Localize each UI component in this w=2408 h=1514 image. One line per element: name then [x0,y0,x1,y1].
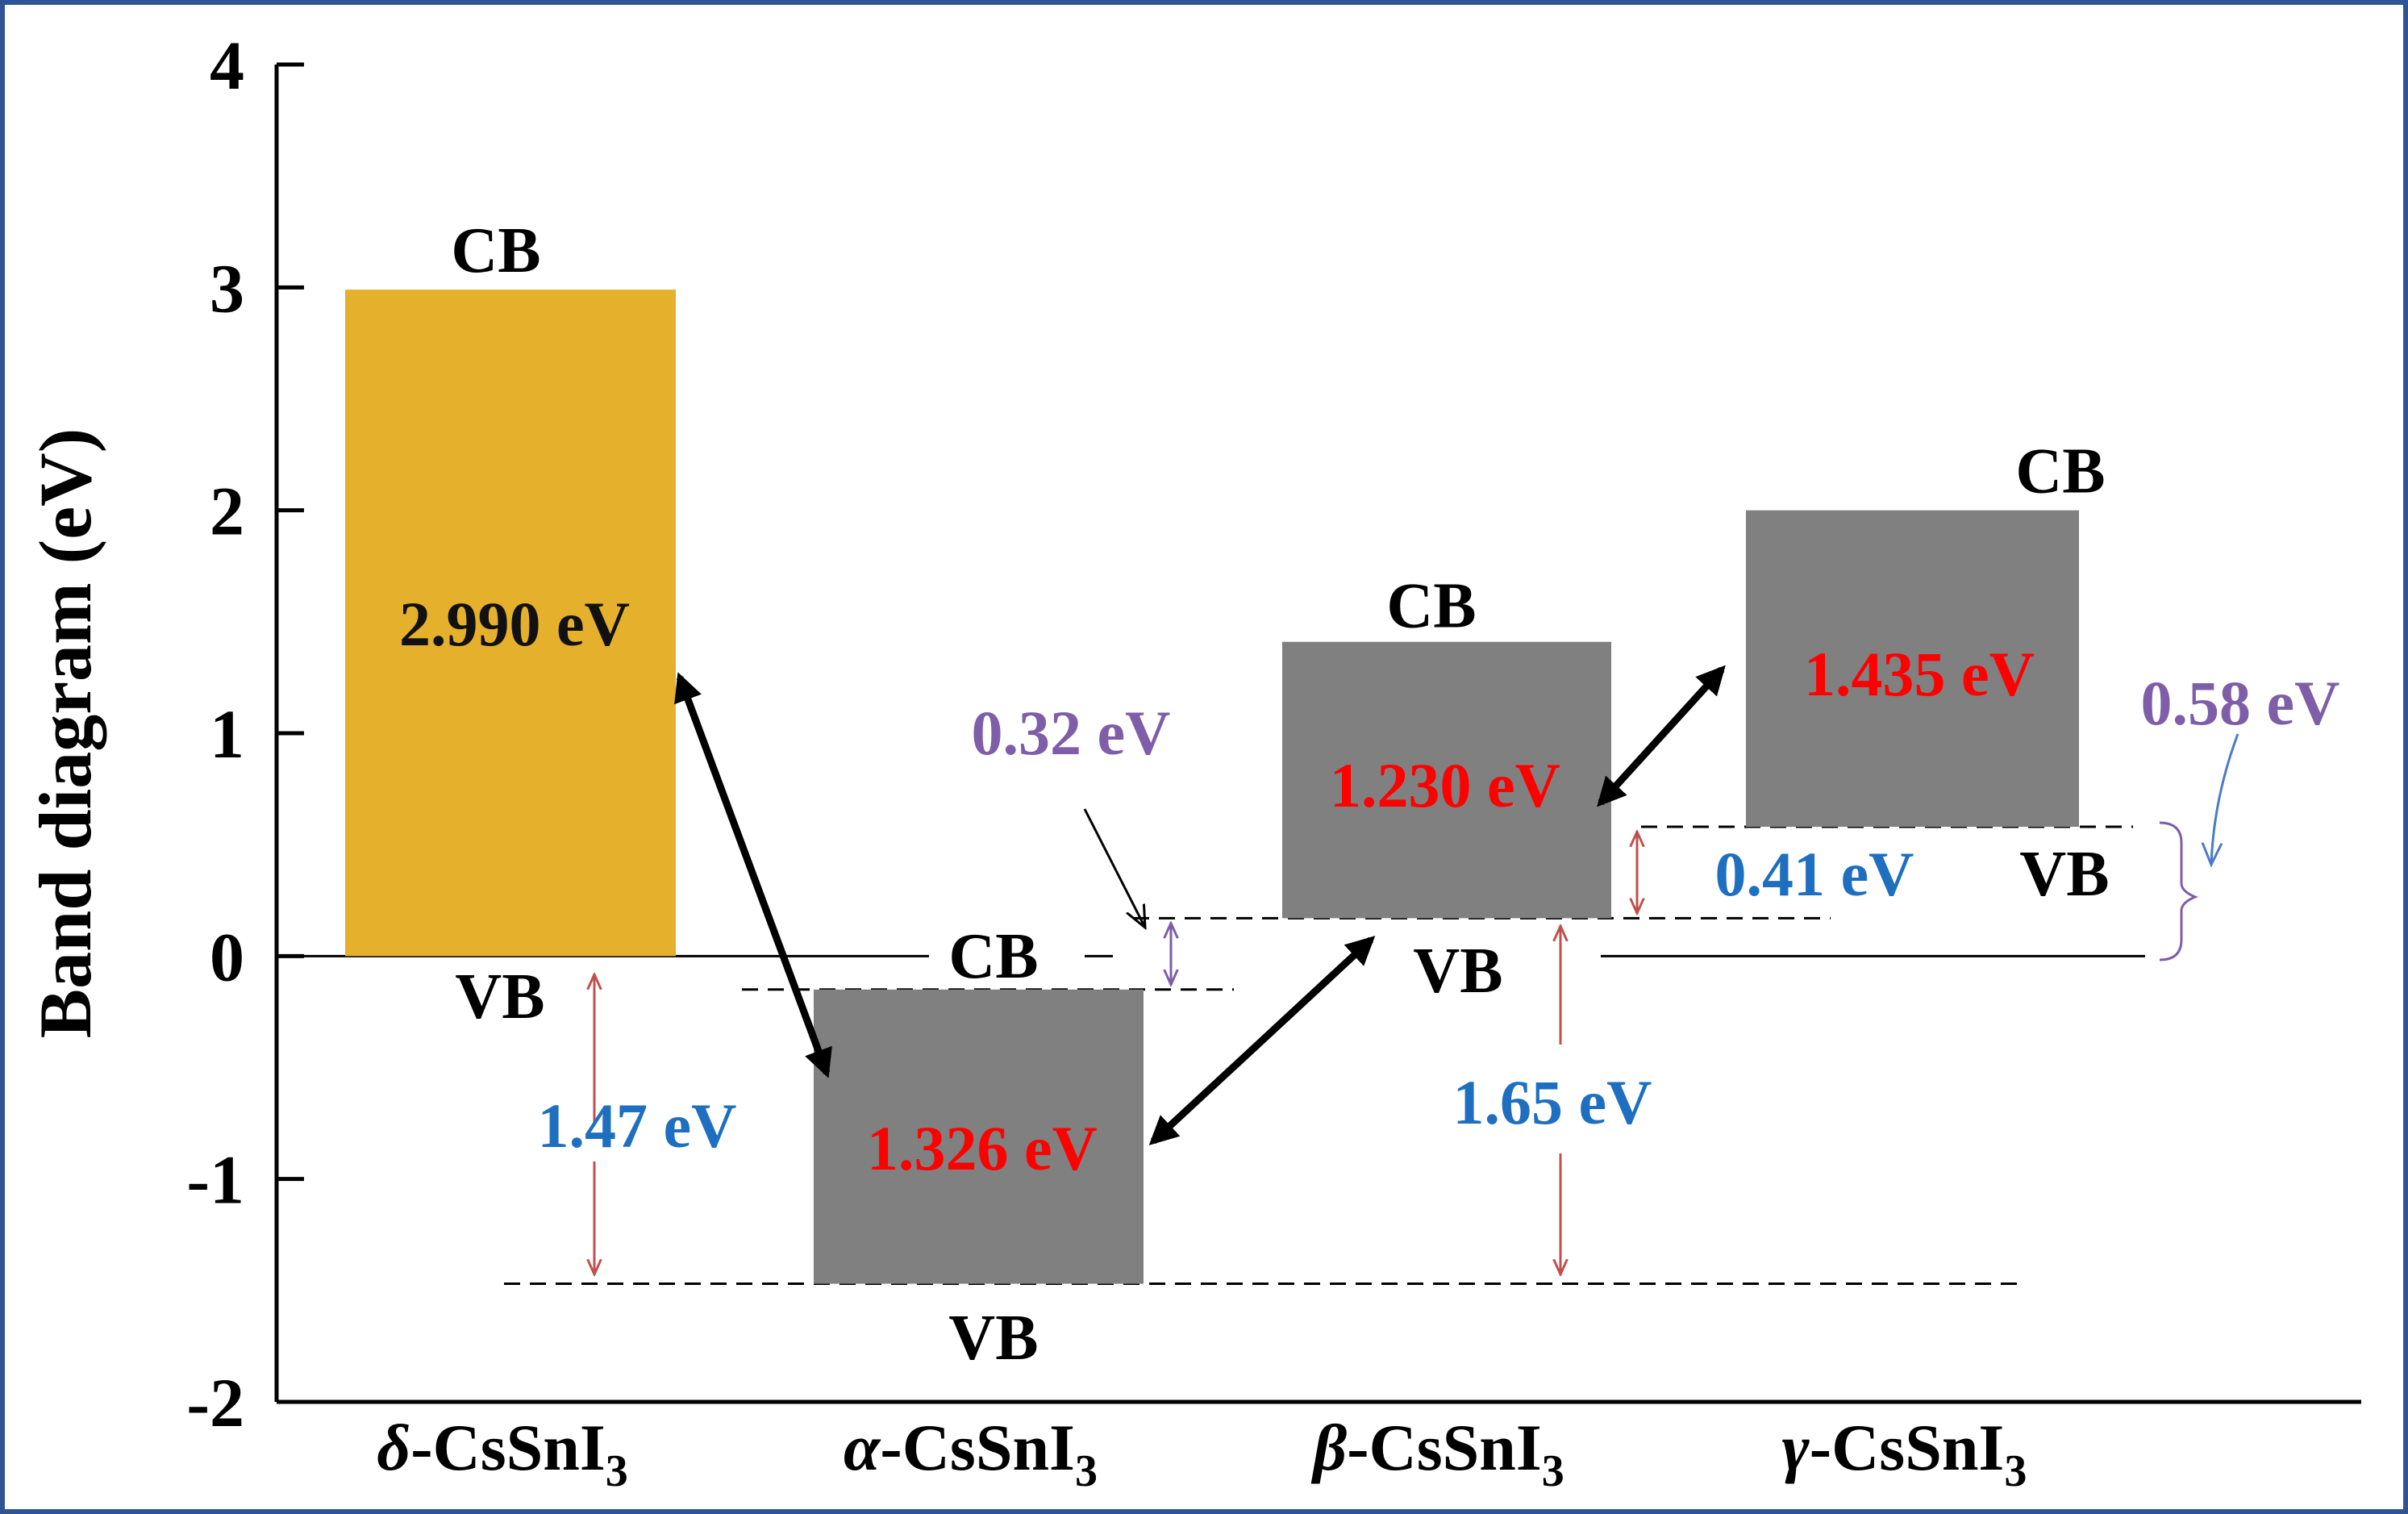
band-gap-label: 2.990 eV [399,589,630,659]
offset-label: 1.65 eV [1453,1067,1652,1137]
y-tick-label: 3 [210,249,244,327]
y-axis: 4 3 2 1 0 -1 -2 Band diagram (eV) [24,27,304,1441]
y-tick-label: 0 [210,918,244,995]
arrow-alpha-beta [1148,936,1376,1145]
bracket [2159,821,2198,961]
arrow-beta-gamma [1597,665,1726,807]
vb-label: VB [948,1303,1038,1374]
y-tick-label: 1 [210,695,244,773]
band-bar [1282,641,1611,919]
category-label: γ-CsSnI3 [1782,1411,2027,1496]
offset-label: 0.41 eV [1715,839,1914,909]
vb-label: VB [1413,936,1502,1007]
band-bar [814,989,1144,1284]
vb-label: VB [2019,839,2109,910]
category-label: δ-CsSnI3 [377,1411,628,1496]
band-gap-label: 1.326 eV [867,1113,1098,1183]
cb-label: CB [948,921,1038,992]
cb-label: CB [1386,571,1476,642]
y-tick-label: -2 [186,1364,244,1441]
arrow-delta-alpha [674,672,832,1078]
pointer-arrow [1083,808,1145,928]
category-label: α-CsSnI3 [844,1411,1098,1496]
offset-label: 0.32 eV [972,698,1171,768]
band-gap-label: 1.435 eV [1804,639,2035,709]
cb-label: CB [451,215,540,286]
y-tick-label: 4 [210,27,244,104]
cb-label: CB [2015,436,2105,507]
band-bar [345,290,676,957]
offset-label: 1.47 eV [538,1091,737,1161]
vb-label: VB [455,961,544,1032]
transition-arrows [674,665,1726,1145]
band-gap-label: 1.230 eV [1330,750,1560,820]
band-bar [1746,510,2079,828]
offset-label: 0.58 eV [2141,668,2340,738]
y-tick-label: 2 [210,473,244,550]
y-axis-label: Band diagram (eV) [24,428,106,1038]
pointer-arrow [2211,733,2239,865]
category-label: β-CsSnI3 [1310,1411,1564,1496]
y-tick-label: -1 [186,1141,244,1219]
